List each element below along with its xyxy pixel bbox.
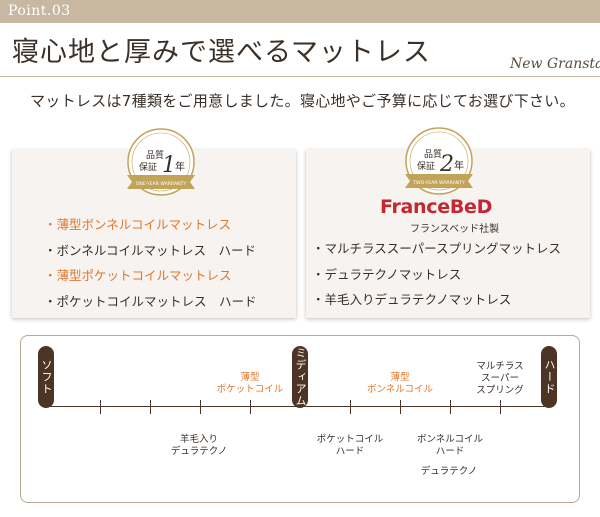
scale-label-wool-duratechno: 羊毛入り デュラテクノ (170, 434, 228, 457)
badge-warranty-text: 保証 (417, 160, 435, 172)
hard-label: ハード (543, 359, 556, 395)
badge-ribbon-text: ONE-YEAR WARRANTY (136, 181, 187, 187)
scale-label-bonnell-hard: ボンネルコイル ハード (416, 434, 484, 457)
brand-logo: New Gransta (510, 56, 600, 72)
list-item: ・マルチラススーパースプリングマットレス (312, 241, 562, 256)
page-title: 寝心地と厚みで選べるマットレス (12, 37, 431, 68)
soft-label: ソフト (40, 359, 53, 395)
scale-marker-hard: ハード (541, 346, 557, 408)
badge-years: 1 (162, 153, 176, 178)
badge-warranty-text: 保証 (139, 161, 157, 173)
two-year-mattress-list: ・マルチラススーパースプリングマットレス ・デュラテクノマットレス ・羊毛入りデ… (312, 236, 561, 313)
point-header-bar (0, 0, 600, 23)
point-label: Point.03 (8, 3, 71, 19)
scale-marker-soft: ソフト (38, 346, 54, 408)
list-item: ・薄型ボンネルコイルマットレス (44, 217, 232, 232)
one-year-mattress-list: ・薄型ボンネルコイルマットレス ・ボンネルコイルマットレス ハード ・薄型ポケッ… (44, 212, 257, 314)
scale-tick (500, 400, 501, 414)
francebed-logo: FranceBeD (380, 196, 493, 218)
badge-unit: 年 (454, 159, 464, 172)
badge-unit: 年 (175, 160, 185, 173)
scale-tick (150, 400, 151, 414)
two-year-warranty-badge: 品質 保証 2 年 TWO-YEAR WARRANTY (405, 127, 473, 195)
list-item: ・ポケットコイルマットレス ハード (44, 293, 257, 309)
badge-quality-text: 品質 (424, 148, 442, 160)
title-divider (0, 76, 600, 77)
badge-ribbon-text: TWO-YEAR WARRANTY (412, 180, 465, 186)
scale-label-duratechno: デュラテクノ (420, 466, 478, 477)
list-item: ・羊毛入りデュラテクノマットレス (312, 292, 512, 307)
scale-tick (250, 400, 251, 414)
scale-label-thin-pocket: 薄型 ポケットコイル (216, 372, 284, 395)
scale-tick (100, 400, 101, 414)
scale-tick (400, 400, 401, 414)
medium-label: ミディアム (294, 347, 307, 407)
list-item: ・薄型ポケットコイルマットレス (44, 268, 232, 283)
scale-tick (450, 400, 451, 414)
list-item: ・デュラテクノマットレス (312, 266, 462, 282)
scale-label-multilas: マルチラス スーパー スプリング (476, 361, 524, 396)
scale-tick (350, 400, 351, 414)
scale-marker-medium: ミディアム (292, 346, 308, 408)
scale-label-thin-bonnell: 薄型 ボンネルコイル (366, 372, 434, 395)
badge-quality-text: 品質 (146, 149, 164, 161)
maker-label: フランスベッド社製 (410, 224, 500, 235)
subtitle: マットレスは7種類をご用意しました。寝心地やご予算に応じてお選び下さい。 (30, 92, 575, 110)
scale-label-pocket-hard: ポケットコイル ハード (316, 434, 384, 457)
list-item: ・ボンネルコイルマットレス ハード (44, 242, 257, 258)
one-year-warranty-badge: 品質 保証 1 年 ONE-YEAR WARRANTY (127, 128, 195, 196)
badge-years: 2 (439, 152, 454, 177)
scale-tick (200, 400, 201, 414)
